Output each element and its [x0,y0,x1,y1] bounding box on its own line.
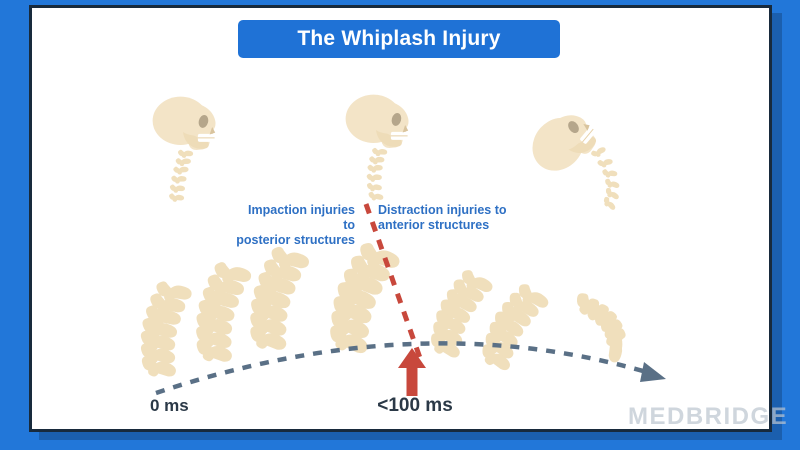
timeline-start-label: 0 ms [150,396,189,415]
impaction-line2: posterior structures [236,233,355,247]
title-banner: The Whiplash Injury [238,20,560,58]
distraction-annotation: Distraction injuries to anterior structu… [378,203,528,233]
impaction-line1: Impaction injuries to [248,203,355,232]
slide-title: The Whiplash Injury [297,27,501,50]
impaction-annotation: Impaction injuries to posterior structur… [233,203,355,248]
distraction-line1: Distraction injuries to [378,203,507,217]
distraction-line2: anterior structures [378,218,490,232]
timeline-impact-label: <100 ms [377,395,453,416]
medbridge-watermark: MEDBRIDGE [628,403,789,430]
